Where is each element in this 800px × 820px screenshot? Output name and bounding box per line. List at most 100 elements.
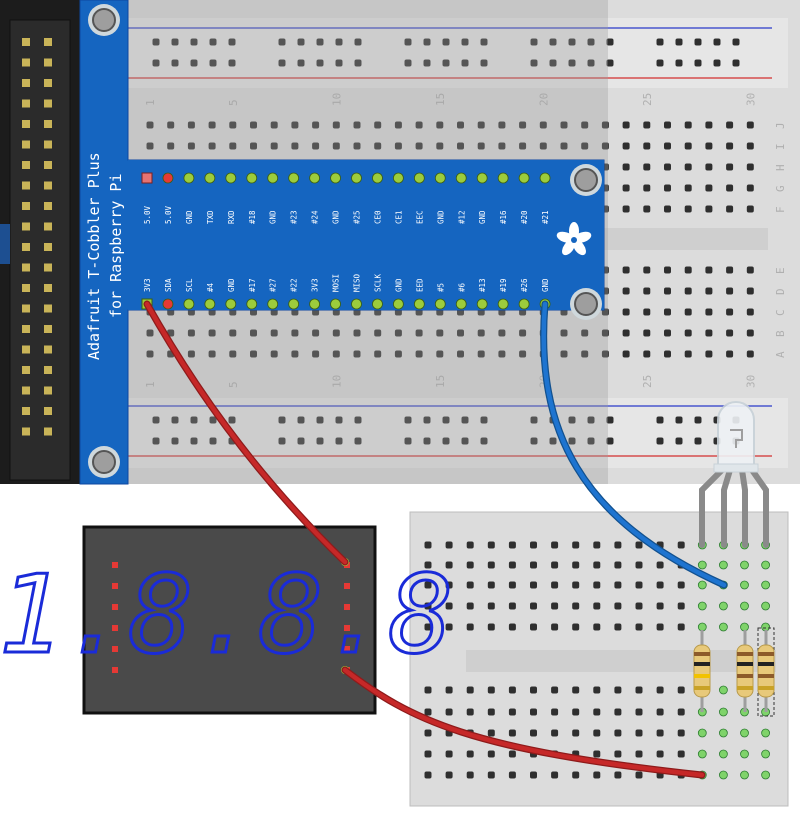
terminal-hole [664,329,671,337]
mini-hole [614,771,622,779]
rail-hole [549,437,557,445]
terminal-hole [187,142,195,150]
mini-hole-active [740,728,749,738]
terminal-hole [581,142,589,150]
terminal-hole [498,121,506,129]
mini-hole [677,581,685,589]
mini-hole [530,729,537,737]
gpio-pin [44,325,52,333]
pin-pad-bottom [518,298,530,310]
mini-hole [677,686,685,694]
rail-hole [656,59,664,67]
pin-label-bottom: #4 [206,282,215,292]
terminal-hole [601,142,609,150]
mini-hole [551,581,559,589]
terminal-hole [601,329,609,337]
terminal-hole [705,142,713,150]
rail-hole [209,437,217,445]
mini-hole [424,708,432,716]
rail-hole [297,437,305,445]
terminal-hole [684,350,692,358]
wire-blue-gnd-to-led [540,300,728,589]
terminal-hole [560,121,568,129]
mini-hole [572,686,580,694]
pin-pad-top [162,172,174,184]
terminal-hole [270,121,278,129]
terminal-hole [332,121,340,129]
mini-hole [445,602,453,610]
column-number-top: 10 [330,93,343,106]
rail-hole [152,59,160,67]
mini-hole [508,561,516,569]
terminal-hole [664,350,671,358]
rail-hole [713,59,721,67]
terminal-hole [664,308,671,316]
terminal-hole [684,184,692,192]
terminal-hole [146,350,154,358]
terminal-hole [374,121,382,129]
terminal-hole [457,142,464,150]
terminal-hole [394,329,402,337]
mini-hole [424,581,432,589]
mini-hole [466,541,474,549]
pin-pad-top [288,172,300,184]
pin-pad-top [434,172,446,184]
gpio-pin [44,243,52,251]
mini-hole [466,602,474,610]
mini-hole [466,686,474,694]
terminal-hole [146,142,154,150]
mini-hole [635,623,643,631]
rail-hole [190,416,198,424]
rail-hole [480,416,488,424]
rail-hole [606,59,614,67]
gpio-pin [22,263,30,272]
terminal-hole [332,329,340,337]
rail-hole [549,38,557,46]
terminal-hole [394,142,402,150]
rail-hole [228,38,236,46]
mini-hole [572,708,580,716]
pin-pad-bottom [497,298,509,310]
pin-pad-top [372,172,383,184]
display-pin-left [112,625,118,631]
rail-hole [404,437,412,445]
pin-pad-bottom [476,298,488,310]
rail-hole [335,38,343,46]
terminal-hole [498,329,506,337]
mini-hole [466,750,474,758]
terminal-hole [208,329,216,337]
cobbler-title-line1: Adafruit T-Cobbler Plus [85,152,103,360]
mini-hole-active [719,749,728,759]
mini-hole-active [740,770,749,780]
pin-label-bottom: #5 [436,283,445,292]
gpio-pin [22,38,30,46]
mini-hole-active [761,580,770,590]
row-letter: I [774,143,787,150]
terminal-hole [187,121,195,129]
terminal-hole [167,142,175,150]
mini-hole-active [740,601,749,611]
mini-hole-active [761,749,770,759]
pin-label-bottom: GND [394,278,403,292]
display-pin-right [344,625,350,631]
terminal-hole [332,142,340,150]
rail-hole [675,38,683,46]
terminal-hole [726,287,734,295]
display-digits: 1.8.8.8 [0,553,454,678]
rail-hole [316,416,324,424]
rail-hole [530,437,538,445]
mini-hole-active [719,685,728,695]
pin-label-bottom: GND [227,278,236,292]
mini-hole [614,708,622,716]
pin-label-bottom: #13 [478,278,487,292]
mini-hole [635,602,643,610]
terminal-hole [312,142,320,150]
mini-hole [593,581,601,589]
pin-pad-bottom [330,298,341,310]
rail-hole [335,59,343,67]
seven-segment-display: 1.8.8.8 [0,525,455,715]
terminal-hole [643,184,651,192]
terminal-hole [643,287,651,295]
rail-hole [587,437,595,445]
mini-hole [551,686,559,694]
